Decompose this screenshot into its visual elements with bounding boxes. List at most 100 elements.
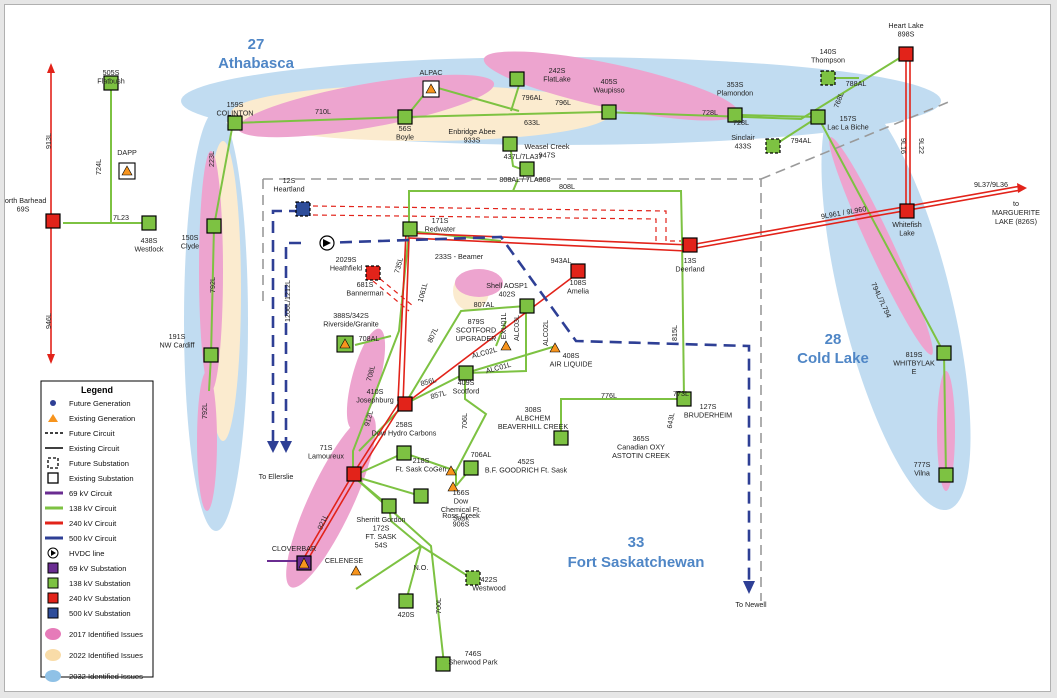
region-boundaries (262, 100, 952, 601)
substation-albchem (553, 430, 569, 446)
legend-item-future-gen: Future Generation (50, 399, 131, 408)
line-label: 946L (44, 313, 53, 329)
line-label: 724L (94, 159, 103, 175)
substation-label-canadian-oxy: Canadian OXY (617, 443, 665, 452)
substation-label-flatbush: Flatbush (97, 77, 125, 86)
substation-weasel-creek (519, 161, 535, 177)
substation-label-heart-lake: Heart Lake (888, 21, 923, 30)
legend-item-i2032: 2032 Identified Issues (45, 670, 143, 682)
substation-label-bannerman: 681S (357, 280, 374, 289)
substation-label-dow-hydro: Dow Hydro Carbons (372, 429, 437, 438)
legend-label: 240 kV Circuit (69, 519, 117, 528)
line-label: 773L (673, 389, 689, 398)
substation-label-sinclair: 433S (735, 142, 752, 151)
legend-item-i2022: 2022 Identified Issues (45, 649, 143, 661)
line-label: 708AL (359, 334, 380, 343)
substation-label-scotford-upgrader: SCOTFORD (456, 326, 496, 335)
legend-item-sub500: 500 kV Substation (47, 607, 131, 619)
substation-labels: North Barhead69S505SFlatbushDAPP438SWest… (5, 21, 935, 667)
substation-label-colinton: 159S (227, 100, 244, 109)
line-label: 735L (392, 256, 405, 274)
substation-label-westwood: 422S (481, 575, 498, 584)
to-marguerite-3: LAKE (826S) (995, 217, 1037, 226)
legend-item-sub69: 69 kV Substation (47, 562, 126, 574)
line-label: 815L (670, 325, 679, 341)
generation-icon (549, 342, 561, 353)
substation-cloverbar (296, 555, 312, 571)
substation-label-scotford-upgrader: UPGRADER (456, 334, 497, 343)
substation-label-alpac: ALPAC (419, 68, 442, 77)
substation-box (397, 396, 413, 412)
line-label: 796AL (522, 93, 543, 102)
line-label: 856L (419, 375, 437, 388)
substation-box (570, 263, 586, 279)
substation-air-liquide (549, 342, 561, 353)
substation-ft-sask-cogen (445, 465, 457, 476)
issue-2017-josephburg (346, 328, 386, 430)
substation-heart-lake (898, 46, 914, 62)
legend-label: Existing Substation (69, 474, 134, 483)
substation-box (820, 70, 836, 86)
line-label: 706AL (471, 450, 492, 459)
substation-label-redwater: 171S (432, 216, 449, 225)
substation-label-air-liquide: 408S (563, 351, 580, 360)
line-label: 9L16 (899, 138, 908, 154)
substation-box (899, 203, 915, 219)
substation-box (203, 347, 219, 363)
legend-item-future-sub: Future Substation (47, 457, 129, 469)
substation-westwood (465, 570, 481, 586)
substation-label-bruderheim: BRUDERHEIM (684, 411, 732, 420)
substation-label-amelia: Amelia (567, 287, 589, 296)
generation-icon (447, 481, 459, 492)
substation-box (509, 71, 525, 87)
line-label: ALC01L (485, 360, 512, 375)
substation-label-beamer: 233S - Beamer (435, 252, 484, 261)
substation-label-redwater: Redwater (425, 225, 456, 234)
substation-box (936, 345, 952, 361)
substation-label-whitbylake: WHITBYLAK (893, 359, 935, 368)
legend-label: Future Circuit (69, 429, 115, 438)
substation-box (295, 201, 311, 217)
legend-item-kv500: 500 kV Circuit (45, 534, 117, 543)
substation-label-sinclair: Sinclair (731, 133, 755, 142)
substation-lamoureux (346, 466, 362, 482)
substation-label-sherritt: 172S (373, 524, 390, 533)
substation-label-thompson: 140S (820, 47, 837, 56)
substation-box (396, 445, 412, 461)
circuits-240kv (47, 54, 1027, 567)
region-athabasca-name: Athabasca (218, 55, 295, 72)
to-ellerslie: To Ellerslie (259, 472, 294, 481)
issue-2017-beamer (455, 269, 503, 297)
substation-amelia (570, 263, 586, 279)
substation-s420 (398, 593, 414, 609)
substation-label-dow-hydro: 258S (396, 420, 413, 429)
substation-box (435, 656, 451, 672)
substation-label-ross-creek: Ross Creek (442, 511, 480, 520)
substation-label-thompson: Thompson (811, 56, 845, 65)
substation-label-riverside: Riverside/Granite (323, 320, 379, 329)
substation-label-dow-chem: Sask (453, 514, 469, 523)
substation-shell-aosp1 (519, 298, 535, 314)
line-label: 9L37/9L36 (974, 180, 1008, 189)
substation-box (402, 221, 418, 237)
line-labels: 913L724L7L23223L792L792L946L710L633L796A… (44, 79, 1008, 614)
substation-box (519, 298, 535, 314)
substation-lac-la-biche (810, 109, 826, 125)
substation-label-plamondon: Plamondon (717, 89, 753, 98)
line-label: 808AL / 7LA808 (499, 175, 550, 184)
legend-item-hvdc: HVDC line (47, 547, 104, 559)
substation-sherwood-park (435, 656, 451, 672)
substation-box (463, 460, 479, 476)
substation-label-scotford: 409S (458, 378, 475, 387)
line-label: 728L (733, 118, 749, 127)
substation-label-westwood: Westwood (472, 584, 505, 593)
hvdc-symbol (319, 235, 335, 251)
substation-label-sherritt: FT. SASK (365, 532, 396, 541)
legend-item-existing-gen: Existing Generation (48, 414, 135, 423)
substation-westlock (141, 215, 157, 231)
legend-item-kv240: 240 kV Circuit (45, 519, 117, 528)
substation-label-heartland: 12S (283, 176, 296, 185)
line-label: 708L (364, 364, 377, 382)
issue-2017-west-low (197, 371, 217, 511)
line-label: 807L (425, 326, 440, 344)
